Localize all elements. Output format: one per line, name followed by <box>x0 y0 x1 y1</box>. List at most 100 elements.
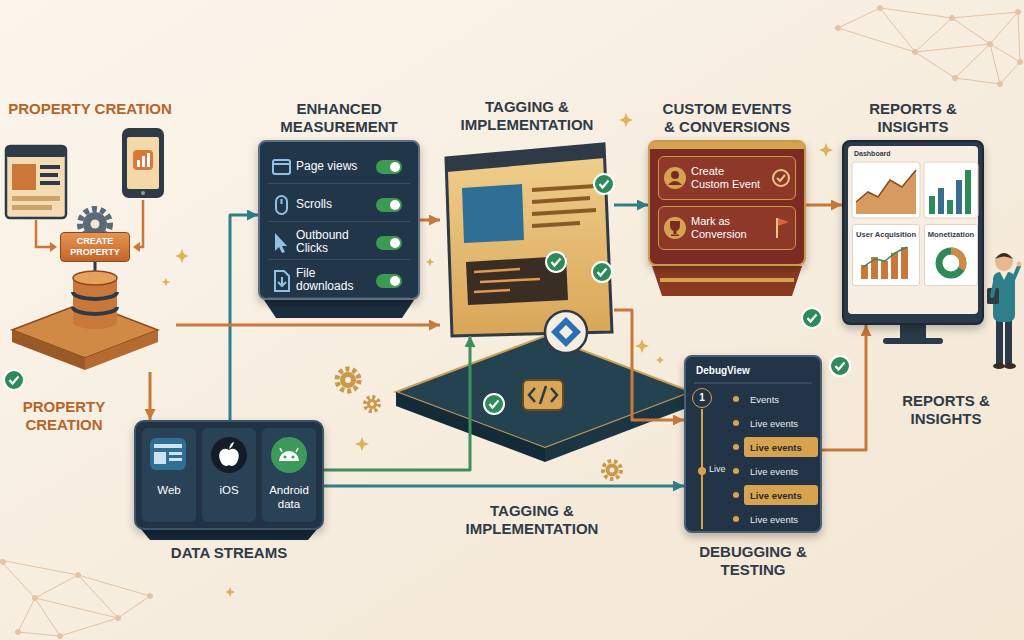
tagging-illustration <box>466 256 568 305</box>
flow-arrow <box>324 336 470 470</box>
timeline-dot <box>733 492 739 498</box>
sparkle <box>225 587 235 597</box>
network-mesh <box>35 575 78 598</box>
tagging-illustration <box>559 325 573 339</box>
analyst-figure <box>1013 266 1019 280</box>
action-label: Mark as Conversion <box>691 215 763 241</box>
check-badge <box>830 356 850 376</box>
panel-stand <box>660 278 794 282</box>
network-mesh <box>76 573 81 578</box>
check-badge <box>594 174 614 194</box>
network-mesh <box>953 76 958 81</box>
check-badge <box>484 394 504 414</box>
web-icon <box>154 444 182 448</box>
report-card: Monetization <box>924 224 978 286</box>
network-mesh <box>1016 10 1021 15</box>
check-badge <box>552 259 561 266</box>
sparkle <box>656 356 664 364</box>
network-mesh <box>838 28 915 52</box>
network-mesh <box>952 12 1018 18</box>
panel-title: DebugView <box>696 365 796 377</box>
timeline-dot <box>733 444 739 450</box>
analyst-figure <box>992 282 995 296</box>
node-art <box>202 428 256 522</box>
network-mesh <box>78 575 118 618</box>
android-icon <box>284 456 287 459</box>
flow-arrow <box>324 485 684 488</box>
network-mesh <box>18 598 35 632</box>
event-label: Live events <box>750 514 812 525</box>
event-label: Live events <box>750 442 812 453</box>
tagging-illustration <box>446 144 605 172</box>
tagging-illustration <box>545 392 692 462</box>
step-number: 1 <box>694 393 710 403</box>
property-illustration <box>142 156 145 167</box>
step-heading: ENHANCED MEASUREMENT <box>259 100 419 136</box>
tagging-illustration <box>532 198 590 202</box>
check-badge <box>4 370 24 390</box>
trophy-icon <box>664 217 686 239</box>
toggle-switch <box>376 160 402 174</box>
event-label: Live events <box>750 466 812 477</box>
property-illustration <box>122 128 164 198</box>
gear-icon <box>340 372 356 388</box>
tagging-illustration <box>545 311 587 353</box>
stream-tile: Android data <box>262 428 316 522</box>
property-illustration <box>73 271 117 285</box>
network-mesh <box>78 575 150 596</box>
android-icon <box>280 448 282 452</box>
screen <box>848 146 978 314</box>
stream-label: Web <box>143 484 195 498</box>
network-mesh <box>990 44 1020 62</box>
stream-tile: Web <box>142 428 196 522</box>
ios-icon <box>229 442 234 449</box>
chart-card <box>852 162 920 218</box>
network-mesh <box>1000 62 1020 84</box>
event-icon <box>671 171 679 179</box>
analyst-figure <box>1000 272 1008 280</box>
tagging-illustration <box>480 279 540 282</box>
event-icon <box>664 167 686 189</box>
tagging-illustration <box>474 269 520 272</box>
check-badge <box>802 308 822 328</box>
tagging-illustration <box>532 223 580 226</box>
check-badge <box>808 315 817 322</box>
event-row: Events <box>744 389 818 409</box>
stream-label: iOS <box>203 484 255 498</box>
android-icon <box>292 456 295 459</box>
gear-icon <box>610 468 615 473</box>
network-mesh <box>955 44 990 78</box>
event-label: Live events <box>750 490 812 501</box>
ios-icon <box>219 449 239 466</box>
panel-stand <box>883 338 943 344</box>
debugview-panel: DebugViewDEBUGGING & TESTING1EventsLive … <box>684 355 822 533</box>
sparkle <box>819 143 833 157</box>
property-illustration <box>6 128 164 370</box>
bar-chart <box>881 261 888 279</box>
flow-arrow <box>614 310 684 420</box>
toggle-knob <box>390 276 400 286</box>
web-icon <box>150 438 186 470</box>
report-card: User Acquisition <box>852 224 920 286</box>
toggle-switch <box>376 274 402 288</box>
custom-events-panel: CUSTOM EVENTS & CONVERSIONSCreate Custom… <box>648 140 806 266</box>
tagging-stage: TAGGING & IMPLEMENTATION <box>440 140 614 336</box>
step-heading: DEBUGGING & TESTING <box>697 543 809 579</box>
network-mesh <box>0 560 78 575</box>
toggle-row: Page views <box>268 150 410 184</box>
gear-icon <box>345 377 351 383</box>
node-art <box>659 207 795 249</box>
check-badge <box>10 377 19 384</box>
check-badge <box>490 401 499 408</box>
network-mesh <box>880 8 952 18</box>
event-row: Live events <box>744 461 818 481</box>
property-illustration <box>141 191 145 195</box>
property-illustration <box>140 200 143 247</box>
property-illustration <box>12 205 52 210</box>
property-creation-stage: PROPERTY CREATIONCREATE PROPERTY <box>4 96 176 372</box>
stream-tile: iOS <box>202 428 256 522</box>
sparkle <box>635 339 649 353</box>
network-mesh <box>880 8 915 52</box>
card-title: User Acquisition <box>854 230 918 239</box>
event-label: Live events <box>750 418 812 429</box>
